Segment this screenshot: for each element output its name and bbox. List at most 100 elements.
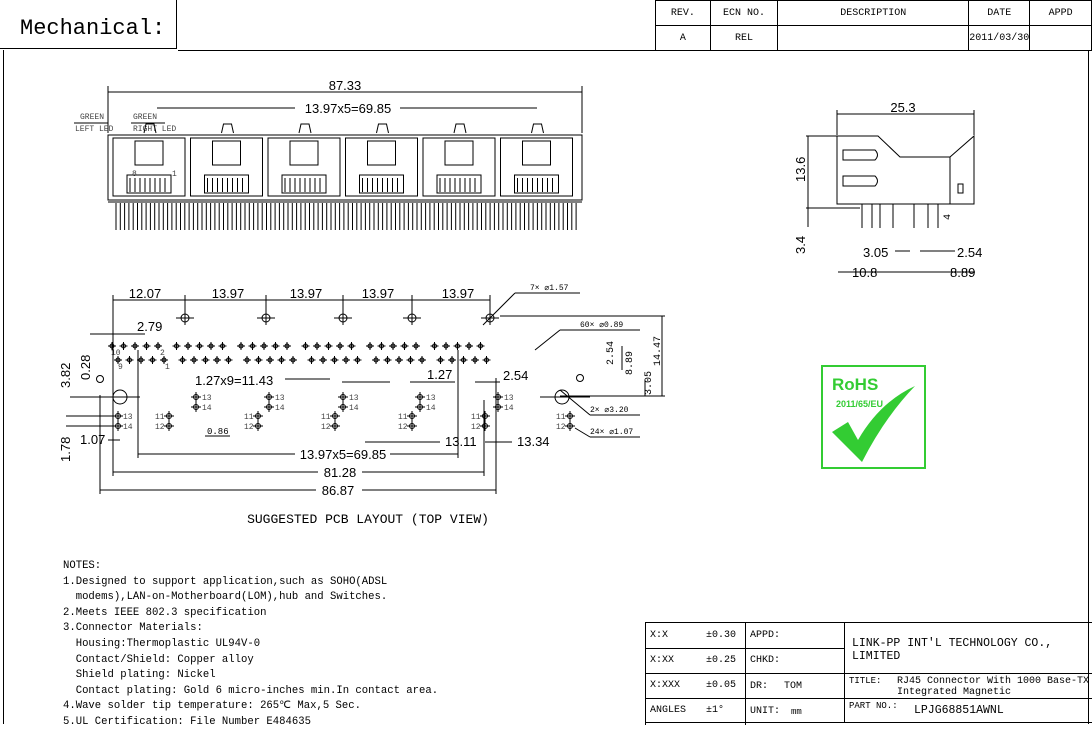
- hole-spec-24: 24× ⌀1.07: [590, 428, 633, 437]
- dim-pitch: 13.97x5=69.85: [305, 101, 391, 116]
- pin-num-1: 1: [165, 363, 170, 372]
- pin-num-p14: 14: [349, 404, 359, 413]
- tol-x-label: X:X: [650, 630, 669, 641]
- tol-angles-value: ±1°: [706, 705, 725, 716]
- dim-2-79: 2.79: [137, 319, 162, 334]
- rev-cell: A: [655, 25, 711, 51]
- dim-height: 13.6: [793, 157, 808, 182]
- dim-depth: 25.3: [890, 100, 915, 115]
- title-block: X:X ±0.30 X:XX ±0.25 X:XXX ±0.05 ANGLES …: [645, 622, 1092, 725]
- notes: NOTES:1.Designed to support application,…: [63, 559, 438, 731]
- pin-num-p13: 13: [349, 394, 359, 403]
- front-view: 87.33 13.97x5=69.85 GREEN LEFT LED GREEN…: [74, 78, 583, 230]
- hole-spec-7: 7× ⌀1.57: [530, 284, 569, 293]
- note-line: 4.Wave solder tip temperature: 265℃ Max,…: [63, 700, 361, 713]
- dim-86-87: 86.87: [322, 483, 355, 498]
- dim-0-28: 0.28: [78, 355, 93, 380]
- latch-tab: [453, 123, 467, 134]
- note-line: 2.Meets IEEE 802.3 specification: [63, 606, 267, 619]
- appd-cell: [1029, 25, 1092, 51]
- date-cell: 2011/03/30: [968, 25, 1031, 51]
- frame-border-top: [178, 50, 1088, 51]
- latch-tab: [298, 123, 312, 134]
- dim-8-89: 8.89: [625, 351, 636, 375]
- description-cell: [777, 25, 970, 51]
- pin-num-p13: 13: [202, 394, 212, 403]
- unit-value: mm: [791, 707, 802, 717]
- dim-top-4: 13.97: [442, 286, 475, 301]
- title-label: TITLE:: [849, 676, 882, 686]
- pin-num-p12: 12: [321, 423, 331, 432]
- pin-num-p12: 12: [556, 423, 566, 432]
- note-line: modems),LAN-on-Motherboard(LOM),hub and …: [63, 591, 388, 604]
- pcb-layout-caption: SUGGESTED PCB LAYOUT (TOP VIEW): [247, 512, 489, 527]
- notes-heading: NOTES:: [63, 560, 102, 572]
- dim-1-07: 1.07: [80, 432, 105, 447]
- dim-1-78: 1.78: [58, 437, 73, 462]
- pin-num-p12: 12: [155, 423, 165, 432]
- rj45-port: [112, 123, 186, 197]
- pin-num-p12: 12: [244, 423, 254, 432]
- note-line: Housing:Thermoplastic UL94V-0: [63, 637, 261, 650]
- rj45-port: [267, 123, 341, 197]
- pin-num-p12: 12: [398, 423, 408, 432]
- latch-tab: [143, 123, 157, 134]
- tol-xxx-value: ±0.05: [706, 680, 737, 691]
- dim-13-34: 13.34: [517, 434, 550, 449]
- note-line: Contact plating: Gold 6 micro-inches min…: [63, 684, 439, 697]
- part-no-label: PART NO.:: [849, 701, 898, 711]
- latch-tab: [221, 123, 234, 134]
- pin-num-p14: 14: [504, 404, 514, 413]
- dim-3-82: 3.82: [58, 363, 73, 388]
- pin-num-p13: 13: [123, 413, 133, 422]
- pin-num-p14: 14: [426, 404, 436, 413]
- pin-num-p14: 14: [123, 423, 133, 432]
- pin-num-2: 2: [160, 349, 165, 358]
- title-line-1: RJ45 Connector With 1000 Base-TX: [897, 676, 1090, 687]
- rj45-port: [422, 123, 496, 197]
- frame-border-left: [3, 50, 4, 724]
- company-name: LINK-PP INT'L TECHNOLOGY CO., LIMITED: [852, 637, 1053, 663]
- rj45-port: [345, 123, 418, 197]
- pin-num-p11: 11: [244, 413, 254, 422]
- tol-angles-label: ANGLES: [650, 705, 687, 716]
- pin-num-p11: 11: [321, 413, 331, 422]
- date-header: DATE: [968, 0, 1031, 26]
- mechanical-drawing: 87.33 13.97x5=69.85 GREEN LEFT LED GREEN…: [58, 78, 982, 527]
- pin-label-8: 8: [132, 170, 137, 179]
- revision-table: REV. ECN NO. DESCRIPTION DATE APPD A REL…: [655, 0, 1092, 51]
- frame-border-right: [1088, 50, 1089, 724]
- dim-2-54-v: 2.54: [606, 341, 617, 365]
- rohs-mark: RoHS 2011/65/EU: [821, 365, 926, 469]
- dim-8-89: 8.89: [950, 265, 975, 280]
- tol-xxx-label: X:XXX: [650, 680, 681, 691]
- note-line: Shield plating: Nickel: [63, 669, 216, 682]
- pin-num-p13: 13: [275, 394, 285, 403]
- dim-3-05: 3.05: [863, 245, 888, 260]
- rohs-directive: 2011/65/EU: [836, 399, 883, 409]
- note-line: 5.UL Certification: File Number E484635: [63, 715, 311, 728]
- chkd-label: CHKD:: [750, 655, 781, 666]
- pin-num-p11: 11: [556, 413, 566, 422]
- dim-2-54: 2.54: [957, 245, 982, 260]
- right-led-label: RIGHT LED: [133, 125, 176, 134]
- part-no-value: LPJG68851AWNL: [914, 704, 1004, 717]
- pin-num-10: 10: [111, 349, 121, 358]
- pin-num-p14: 14: [275, 404, 285, 413]
- dim-10-8: 10.8: [852, 265, 877, 280]
- pin-num-p14: 14: [202, 404, 212, 413]
- dim-69-85: 13.97x5=69.85: [300, 447, 386, 462]
- rj45-port: [190, 123, 263, 197]
- dim-13-11: 13.11: [445, 434, 477, 449]
- note-line: Contact/Shield: Copper alloy: [63, 653, 254, 666]
- dr-label: DR:: [750, 681, 769, 692]
- pin-num-p11: 11: [155, 413, 165, 422]
- dim-4: 4: [943, 214, 954, 220]
- checkmark-icon: [832, 386, 915, 462]
- note-line: 3.Connector Materials:: [63, 622, 203, 635]
- pin-label-1: 1: [172, 170, 177, 179]
- rohs-label: RoHS: [832, 375, 878, 394]
- dim-top-0: 12.07: [129, 286, 162, 301]
- dim-14-47: 14.47: [653, 336, 664, 366]
